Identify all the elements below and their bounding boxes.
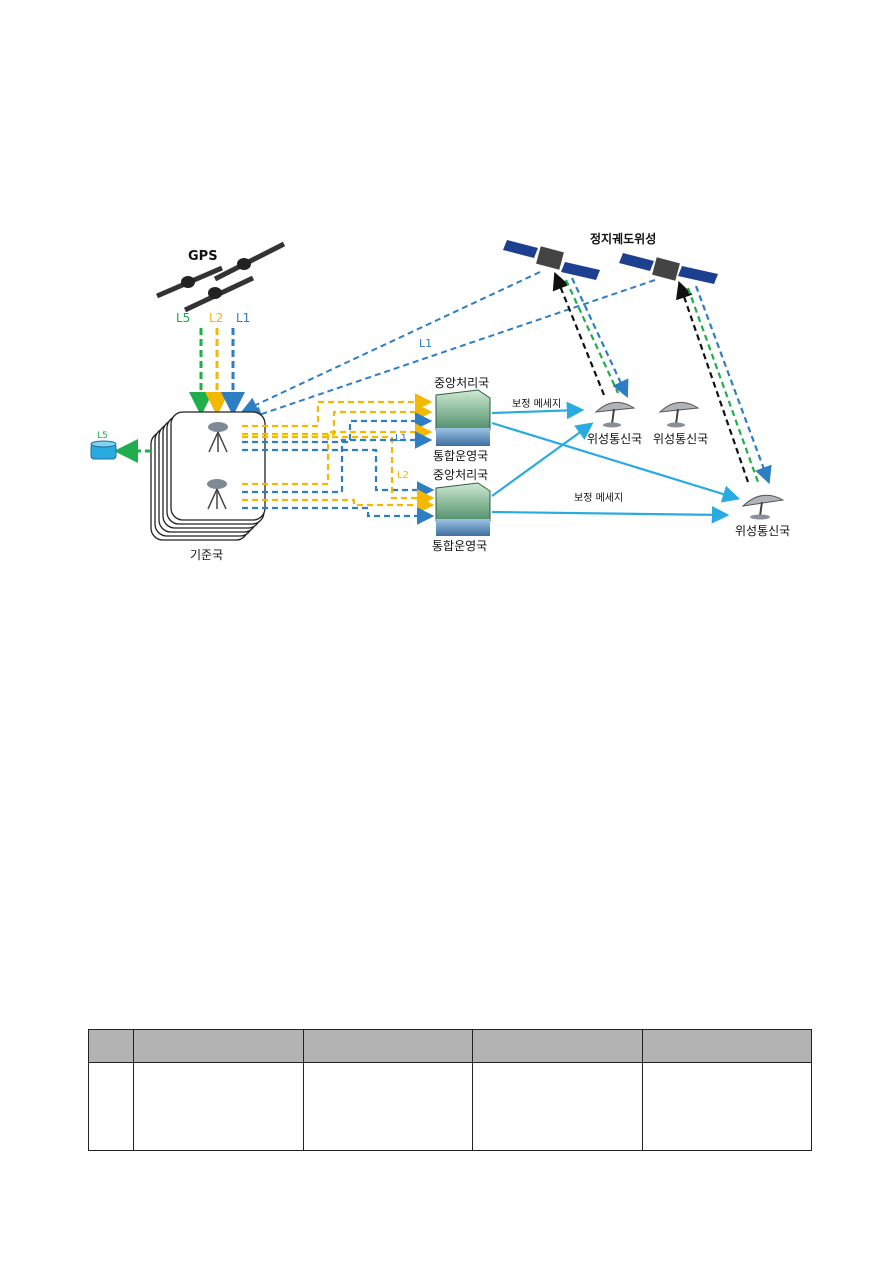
central-processing-building-icon: [435, 482, 491, 536]
gps-satellite-icon: [156, 265, 223, 299]
geo-satellite-icon: [503, 240, 600, 280]
correction-message-label-2: 보정 메세지: [574, 492, 623, 504]
satellite-dish-icon: [594, 401, 636, 428]
data-storage-icon: [90, 440, 117, 460]
sbas-architecture-diagram: GPS L5 L2 L1 정지궤도위성 L1: [90, 231, 790, 562]
route-l1-label: L1: [395, 433, 407, 444]
table-header-cell: [133, 1029, 304, 1063]
table-cell: [641, 1062, 812, 1151]
operation-center-label-2: 통합운영국: [432, 539, 487, 553]
gps-satellite-constellation: [156, 241, 286, 313]
table-cell: [88, 1062, 134, 1151]
ref-to-processing-links: [242, 393, 435, 525]
blank-table: [88, 1029, 812, 1151]
table-cell: [472, 1062, 643, 1151]
central-processing-label-1: 중앙처리국: [434, 376, 489, 390]
table-header-cell: [302, 1029, 473, 1063]
table-header-cell: [641, 1029, 812, 1063]
uplink-station-label-1: 위성통신국: [587, 432, 642, 446]
geo-l1-label: L1: [419, 337, 432, 350]
storage-l5-label: L5: [97, 431, 108, 441]
gps-satellite-icon: [183, 275, 255, 313]
reference-station-stack: [150, 411, 266, 541]
uplink-station-label-2: 위성통신국: [653, 432, 708, 446]
correction-message-label-1: 보정 메세지: [512, 398, 561, 410]
geo-satellite-label: 정지궤도위성: [590, 231, 656, 246]
correction-message-links: [491, 401, 741, 524]
table-cell: [302, 1062, 473, 1151]
table-header-row: [88, 1029, 812, 1063]
band-label-l1: L1: [236, 311, 250, 325]
satellite-dish-icon: [741, 494, 785, 520]
central-processing-building-icon: [435, 389, 491, 446]
table-row: [88, 1062, 812, 1151]
central-processing-label-2: 중앙처리국: [433, 468, 488, 482]
table-header-cell: [88, 1029, 134, 1063]
geo-l1-signal: [246, 279, 656, 422]
table-cell: [133, 1062, 304, 1151]
band-label-l2: L2: [209, 311, 223, 325]
gnss-receiver-icon: [208, 422, 228, 453]
gnss-receiver-icon: [207, 479, 227, 510]
gps-satellite-icon: [213, 241, 286, 282]
route-l2-label: L2: [397, 470, 409, 481]
gps-label: GPS: [188, 249, 218, 264]
operation-center-label-1: 통합운영국: [433, 449, 488, 463]
uplink-station-label-3: 위성통신국: [735, 524, 790, 538]
geo-satellite-icon: [619, 253, 718, 284]
geo-uplink-links: [552, 271, 772, 485]
geo-l1-signal: [241, 271, 541, 413]
satellite-dish-icon: [658, 401, 700, 428]
reference-station-label: 기준국: [190, 548, 223, 562]
band-label-l5: L5: [176, 311, 190, 325]
table-header-cell: [472, 1029, 643, 1063]
